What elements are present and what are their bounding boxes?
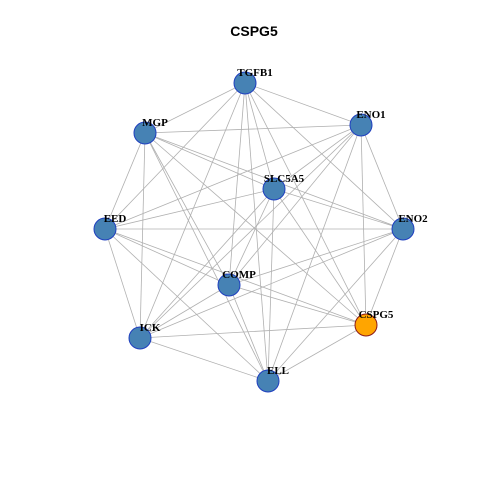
edge-comp-ell: [228, 284, 269, 382]
node-eno1[interactable]: [349, 113, 373, 137]
node-label-mgp: MGP: [142, 117, 168, 129]
node-label-tgfb1: TGFB1: [237, 67, 272, 79]
edge-slc5a5-eno2: [273, 188, 404, 230]
edge-eed-comp: [104, 228, 230, 286]
edge-slc5a5-comp: [228, 188, 275, 286]
node-comp[interactable]: [217, 273, 241, 297]
node-label-comp: COMP: [222, 269, 256, 281]
edge-tgfb1-eno1: [244, 82, 362, 126]
edge-mgp-comp: [144, 132, 230, 286]
edge-mgp-eed: [104, 132, 146, 230]
edge-mgp-slc5a5: [144, 132, 275, 190]
diagram-title: CSPG5: [230, 23, 278, 39]
node-label-eno2: ENO2: [398, 213, 428, 225]
node-label-cspg5: CSPG5: [359, 309, 394, 321]
edge-eno1-cspg5: [360, 124, 367, 326]
node-ell[interactable]: [256, 369, 280, 393]
edge-eno2-cspg5: [365, 228, 404, 326]
node-layer: [93, 71, 415, 393]
edge-eno1-eed: [104, 124, 362, 230]
edge-tgfb1-comp: [228, 82, 246, 286]
edge-eno1-ick: [139, 124, 362, 339]
node-label-slc5a5: SLC5A5: [264, 173, 305, 185]
node-label-eno1: ENO1: [356, 109, 385, 121]
edge-ell-cspg5: [267, 324, 367, 382]
edge-slc5a5-cspg5: [273, 188, 367, 326]
edge-eno1-eno2: [360, 124, 404, 230]
edge-eno1-comp: [228, 124, 362, 286]
node-label-ick: ICK: [140, 322, 161, 334]
edge-tgfb1-mgp: [144, 82, 246, 134]
node-eed[interactable]: [93, 217, 117, 241]
edge-slc5a5-ick: [139, 188, 275, 339]
node-cspg5[interactable]: [354, 313, 378, 337]
edge-tgfb1-slc5a5: [244, 82, 275, 190]
node-mgp[interactable]: [133, 121, 157, 145]
edge-tgfb1-eno2: [244, 82, 404, 230]
edge-tgfb1-ick: [139, 82, 246, 339]
edge-slc5a5-eed: [104, 188, 275, 230]
edge-eno2-comp: [228, 228, 404, 286]
node-label-ell: ELL: [267, 365, 289, 377]
edge-eed-ick: [104, 228, 141, 339]
edge-eno1-ell: [267, 124, 362, 382]
node-tgfb1[interactable]: [233, 71, 257, 95]
edge-tgfb1-eed: [104, 82, 246, 230]
edge-eed-ell: [104, 228, 269, 382]
edge-slc5a5-ell: [267, 188, 275, 382]
edge-ick-ell: [139, 337, 269, 382]
node-ick[interactable]: [128, 326, 152, 350]
edge-tgfb1-cspg5: [244, 82, 367, 326]
edge-mgp-ell: [144, 132, 269, 382]
node-slc5a5[interactable]: [262, 177, 286, 201]
edge-tgfb1-ell: [244, 82, 269, 382]
edge-eno2-ell: [267, 228, 404, 382]
edge-eno1-slc5a5: [273, 124, 362, 190]
edge-mgp-ick: [139, 132, 146, 339]
edge-ick-cspg5: [139, 324, 367, 339]
edge-comp-ick: [139, 284, 230, 339]
edge-eno2-ick: [139, 228, 404, 339]
node-label-eed: EED: [104, 213, 127, 225]
edge-comp-cspg5: [228, 284, 367, 326]
node-eno2[interactable]: [391, 217, 415, 241]
edge-mgp-eno1: [144, 124, 362, 134]
